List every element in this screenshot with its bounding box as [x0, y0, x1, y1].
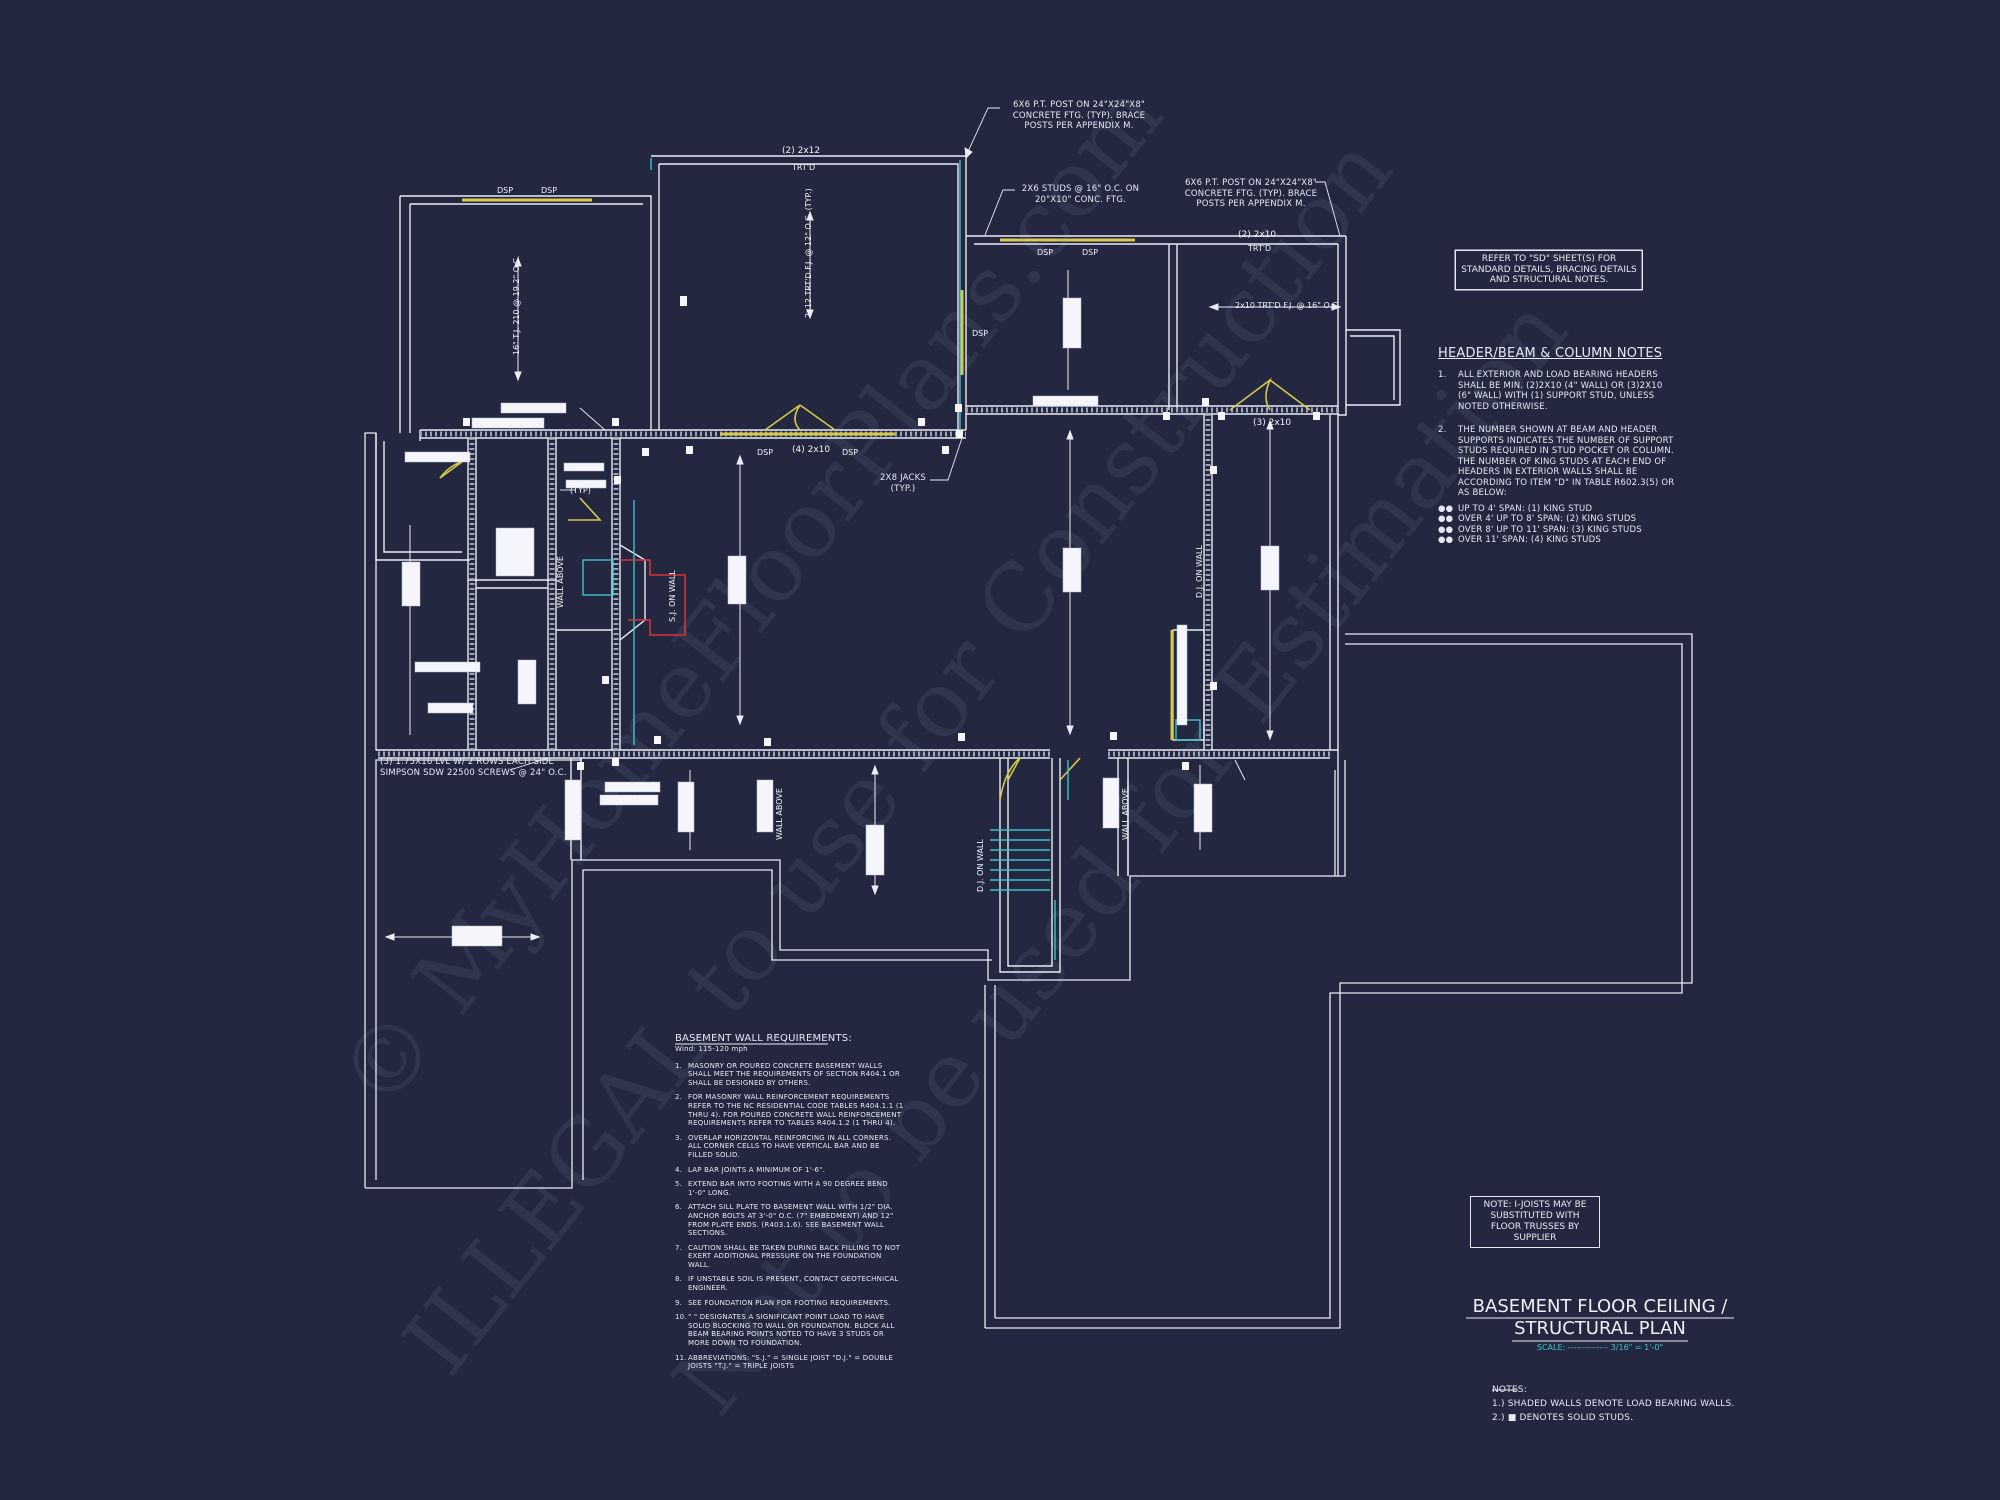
- basement-wall-item: 8. IF UNSTABLE SOIL IS PRESENT, CONTACT G…: [675, 1275, 905, 1292]
- king-stud-rule-2: OVER 4' UP TO 8' SPAN: (2) KING STUDS: [1458, 514, 1637, 524]
- king-stud-rule-4: OVER 11' SPAN: (4) KING STUDS: [1458, 535, 1601, 545]
- footer-notes-title: NOTES:: [1492, 1385, 1527, 1395]
- basement-wall-item-text: " " DESIGNATES A SIGNIFICANT POINT LOAD …: [688, 1313, 895, 1348]
- basement-wall-title: BASEMENT WALL REQUIREMENTS:: [675, 1033, 852, 1044]
- callout-post-top: 6x6 P.T. POST ON 24"x24"x8" CONCRETE FTG…: [1012, 100, 1146, 131]
- title-rules: [675, 1043, 1734, 1391]
- label-wall-above-3: WALL ABOVE: [1121, 788, 1130, 840]
- basement-wall-item-num: 7.: [675, 1243, 683, 1252]
- basement-wall-item: 10." " DESIGNATES A SIGNIFICANT POINT LO…: [675, 1313, 905, 1347]
- label-dsp-1: DSP: [497, 186, 513, 195]
- callout-post-right: 6x6 P.T. POST ON 24"x24"x8" CONCRETE FTG…: [1184, 178, 1318, 209]
- label-wall-above-1: WALL ABOVE: [556, 556, 565, 608]
- footer-note-1: 1.) SHADED WALLS DENOTE LOAD BEARING WAL…: [1492, 1399, 1735, 1409]
- header-notes-title: HEADER/BEAM & COLUMN NOTES: [1438, 346, 1663, 361]
- label-dj-on-wall-1: D.J. ON WALL: [1195, 545, 1204, 598]
- basement-wall-item-text: ABBREVIATIONS: "S.J." = SINGLE JOIST "D.…: [688, 1353, 894, 1371]
- basement-wall-item-num: 9.: [675, 1298, 683, 1307]
- label-dj-on-wall-2: D.J. ON WALL: [976, 839, 985, 892]
- label-dsp-7: DSP: [842, 448, 858, 457]
- basement-wall-item-text: IF UNSTABLE SOIL IS PRESENT, CONTACT GEO…: [688, 1275, 899, 1293]
- basement-wall-item: 1. MASONRY OR POURED CONCRETE BASEMENT WA…: [675, 1062, 905, 1088]
- basement-wall-item-num: 1.: [675, 1061, 683, 1070]
- header-note-1: ALL EXTERIOR AND LOAD BEARING HEADERS SH…: [1458, 370, 1663, 412]
- plan-labels: DSP DSP DSP DSP DSP DSP DSP (2) 2x12 TRT…: [497, 146, 1340, 892]
- king-stud-rule-1: UP TO 4' SPAN: (1) KING STUD: [1458, 503, 1593, 514]
- fireplace-outline: [620, 559, 686, 636]
- title-line-2: STRUCTURAL PLAN: [1514, 1318, 1686, 1339]
- basement-wall-item-num: 11.: [675, 1353, 687, 1362]
- header-note-2: THE NUMBER SHOWN AT BEAM AND HEADER SUPP…: [1458, 425, 1675, 498]
- label-dsp-2: DSP: [541, 186, 557, 195]
- label-header-2x10: (2) 2x10: [1238, 230, 1276, 240]
- cyan-accents: [582, 158, 1201, 960]
- title-scale: SCALE: -------------- 3/16" = 1'-0": [1536, 1343, 1664, 1352]
- label-dsp-6: DSP: [757, 448, 773, 457]
- door-swings: [439, 377, 1311, 801]
- label-header-3-2x10: (3) 2x10: [1253, 418, 1291, 428]
- label-trtd-2: TRT'D: [1247, 244, 1271, 253]
- basement-wall-item: 4. LAP BAR JOINTS A MINIMUM OF 1'-6".: [675, 1166, 905, 1175]
- basement-wall-item: 3. OVERLAP HORIZONTAL REINFORCING IN ALL …: [675, 1134, 905, 1160]
- headers: [462, 198, 1174, 740]
- label-joist-left: 16" T.J. 210 @ 19.2" O.C.: [512, 256, 521, 355]
- basement-wall-item-text: EXTEND BAR INTO FOOTING WITH A 90 DEGREE…: [688, 1180, 888, 1197]
- basement-wall-item: 11.ABBREVIATIONS: "S.J." = SINGLE JOIST …: [675, 1354, 905, 1371]
- label-sj-on-wall: S.J. ON WALL: [668, 570, 677, 622]
- basement-wall-item-num: 10.: [675, 1313, 687, 1322]
- callout-jacks: 2x8 JACKS (TYP.): [879, 473, 927, 494]
- basement-wall-item: 2. FOR MASONRY WALL REINFORCEMENT REQUIRE…: [675, 1093, 905, 1127]
- basement-wall-item-num: 4.: [675, 1165, 683, 1174]
- basement-wall-item: 5. EXTEND BAR INTO FOOTING WITH A 90 DEGR…: [675, 1180, 905, 1197]
- label-joist-right: 2x10 TRT'D F.J. @ 16" O.C.: [1235, 301, 1340, 310]
- title-line-1: BASEMENT FLOOR CEILING /: [1472, 1296, 1728, 1317]
- building-walls: [375, 155, 1401, 973]
- basement-wall-item: 9. SEE FOUNDATION PLAN FOR FOOTING REQUIR…: [675, 1299, 905, 1308]
- label-header-4-2x10: (4) 2x10: [792, 445, 830, 455]
- footer-note-2: 2.) ■ DENOTES SOLID STUDS.: [1492, 1413, 1634, 1423]
- basement-wall-item: 7. CAUTION SHALL BE TAKEN DURING BACK FIL…: [675, 1244, 905, 1270]
- king-stud-rule-3: OVER 8' UP TO 11' SPAN: (3) KING STUDS: [1458, 524, 1642, 535]
- basement-wall-item-num: 6.: [675, 1203, 683, 1212]
- ijoist-note-box: NOTE: I-JOISTS MAY BE SUBSTITUTED WITH F…: [1470, 1196, 1600, 1248]
- basement-wall-item-text: MASONRY OR POURED CONCRETE BASEMENT WALL…: [688, 1061, 900, 1087]
- solid-stud-blocks: [401, 297, 1280, 947]
- label-header-2x12: (2) 2x12: [782, 146, 820, 156]
- label-dsp-4: DSP: [1082, 248, 1098, 257]
- header-beam-notes: HEADER/BEAM & COLUMN NOTES 1. ALL EXTERI…: [1438, 346, 1678, 546]
- callout-studs: 2x6 STUDS @ 16" O.C. ON 20"x10" CONC. FT…: [1021, 184, 1140, 205]
- label-dsp-3: DSP: [1037, 248, 1053, 257]
- label-joist-center: 2x12 TRT'D F.J. @ 12" O.C. (TYP.): [804, 188, 813, 318]
- label-trtd-1: TRT'D: [791, 163, 815, 172]
- label-wall-above-2: WALL ABOVE: [775, 788, 784, 840]
- basement-wall-item-text: CAUTION SHALL BE TAKEN DURING BACK FILLI…: [688, 1243, 901, 1269]
- watermark: © MyHomeFloorPlans.com ILLEGAL to use fo…: [318, 63, 1588, 1434]
- basement-wall-item-num: 5.: [675, 1180, 683, 1189]
- basement-wall-item-text: SEE FOUNDATION PLAN FOR FOOTING REQUIREM…: [688, 1298, 891, 1307]
- stud-markers: [463, 296, 1320, 770]
- basement-wall-item-num: 8.: [675, 1275, 683, 1284]
- label-dsp-5: DSP: [972, 329, 988, 338]
- label-typ: (TYP): [570, 486, 591, 495]
- header-note-2-num: 2.: [1438, 425, 1447, 435]
- basement-wall-item-text: OVERLAP HORIZONTAL REINFORCING IN ALL CO…: [688, 1133, 892, 1159]
- basement-wall-item-text: FOR MASONRY WALL REINFORCEMENT REQUIREME…: [688, 1093, 904, 1128]
- footer-notes: NOTES: 1.) SHADED WALLS DENOTE LOAD BEAR…: [1492, 1383, 1752, 1425]
- title-block: BASEMENT FLOOR CEILING / STRUCTURAL PLAN…: [1440, 1296, 1760, 1354]
- basement-wall-requirements: BASEMENT WALL REQUIREMENTS: Wind: 115-12…: [675, 1033, 905, 1377]
- basement-wall-item: 6. ATTACH SILL PLATE TO BASEMENT WALL WIT…: [675, 1203, 905, 1237]
- basement-wall-subtitle: Wind: 115-120 mph: [675, 1045, 748, 1053]
- callout-lvl: (3) 1.75x16 LVL W/ 2 ROWS EACH SIDE SIMP…: [380, 757, 567, 778]
- refer-sd-box: REFER TO "SD" SHEET(S) FOR STANDARD DETA…: [1455, 250, 1643, 290]
- basement-wall-item-num: 2.: [675, 1093, 683, 1102]
- basement-wall-item-text: LAP BAR JOINTS A MINIMUM OF 1'-6".: [688, 1165, 826, 1174]
- basement-wall-item-text: ATTACH SILL PLATE TO BASEMENT WALL WITH …: [688, 1203, 894, 1238]
- basement-wall-item-num: 3.: [675, 1133, 683, 1142]
- header-note-1-num: 1.: [1438, 370, 1447, 380]
